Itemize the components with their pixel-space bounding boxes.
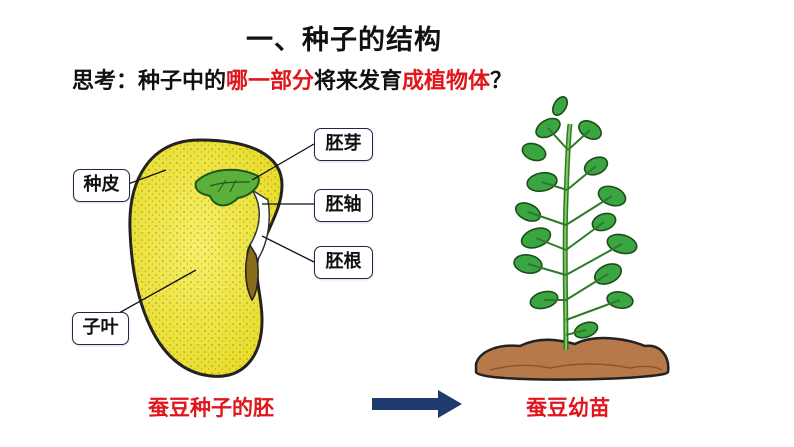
question-text: 思考：种子中的哪一部分将来发育成植物体？ [72, 63, 512, 95]
question-middle: 将来发育 [314, 69, 403, 94]
question-prefix: 思考：种子中的 [72, 69, 227, 94]
label-seed-coat: 种皮 [73, 169, 130, 202]
question-highlight-part: 哪一部分 [226, 69, 315, 94]
label-cotyledon: 子叶 [72, 312, 129, 345]
question-suffix: ？ [490, 69, 513, 94]
leader-lines [109, 143, 315, 319]
plumule-shape [194, 168, 260, 207]
slide-title: 一、种子的结构 [246, 25, 442, 56]
seed-dots-texture [129, 140, 282, 377]
caption-seedling: 蚕豆幼苗 [526, 396, 610, 420]
arrow-right-icon [372, 390, 462, 418]
seedling-illustration [474, 96, 670, 381]
caption-seed-embryo: 蚕豆种子的胚 [148, 396, 274, 420]
soil-mound [474, 336, 670, 381]
label-hypocotyl: 胚轴 [314, 189, 373, 222]
radicle-shape [245, 243, 259, 302]
leaf-cluster [513, 96, 638, 339]
label-radicle: 胚根 [314, 246, 373, 279]
label-plumule: 胚芽 [314, 128, 373, 161]
question-highlight-plant: 成植物体 [402, 69, 491, 94]
bean-seed-illustration [128, 138, 284, 378]
